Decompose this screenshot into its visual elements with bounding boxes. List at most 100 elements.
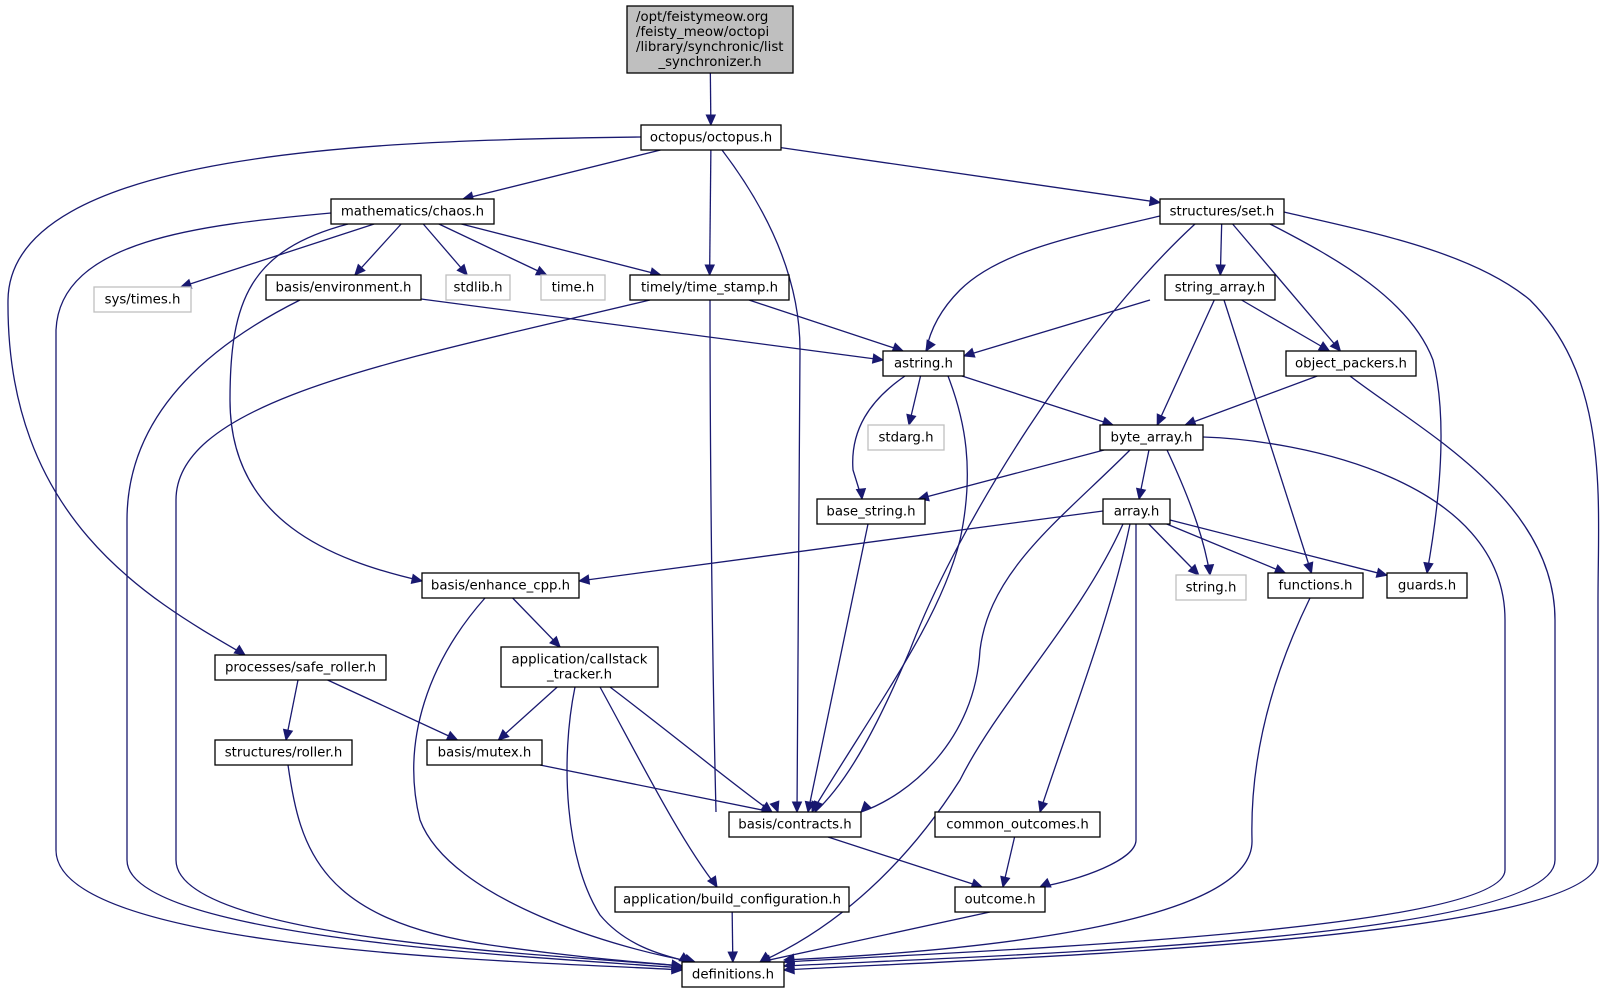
edge-line [461,223,661,276]
node-string-array[interactable]: string_array.h [1164,274,1276,301]
node-box [626,5,794,74]
edge-line [783,211,1600,971]
node-box [954,886,1046,913]
node-label: functions.h [1279,579,1353,594]
node-safe-roller[interactable]: processes/safe_roller.h [214,654,387,681]
edge-line [759,523,1124,963]
node-callstack[interactable]: application/callstack_tracker.h [500,646,659,688]
arrowhead-icon [233,644,247,656]
node-roller[interactable]: structures/roller.h [214,739,353,766]
edge-line [422,223,468,276]
edge-chaos-to-enhance_cpp [229,223,424,584]
edge-chaos-to-timestamp [461,223,662,278]
arrowhead-icon [706,875,718,889]
node-label: outcome.h [964,893,1035,908]
node-box [421,572,580,599]
node-build-config[interactable]: application/build_configuration.h [614,886,850,913]
node-box [445,274,511,301]
edge-line [327,679,458,741]
arrowhead-icon [769,800,780,814]
arrowhead-icon [1423,561,1434,575]
arrowhead-icon [855,488,867,501]
node-label: base_string.h [826,505,915,520]
node-root[interactable]: /opt/feistymeow.org/feisty_meow/octopi/l… [626,5,794,74]
edge-timestamp-to-astring [748,299,905,353]
edge-line [721,149,801,813]
node-octopus[interactable]: octopus/octopus.h [640,124,782,151]
edge-safe_roller-to-roller [282,679,299,742]
node-timestamp[interactable]: timely/time_stamp.h [629,274,790,301]
arrowhead-icon [445,730,459,741]
edge-string_array-to-functions [1223,299,1314,575]
arrowhead-icon [782,953,796,964]
node-definitions[interactable]: definitions.h [681,961,785,988]
edge-line [1184,375,1318,426]
node-box [1386,572,1468,599]
edge-line [7,136,642,656]
node-box [1285,350,1417,377]
edge-line [126,299,683,969]
edge-line [420,298,884,361]
node-label: basis/contracts.h [738,818,851,833]
edge-line [599,686,718,888]
node-label: array.h [1114,505,1160,520]
edge-string_array-to-astring [962,299,1151,358]
edge-line [759,911,991,963]
node-chaos[interactable]: mathematics/chaos.h [330,198,495,225]
edge-line [963,299,1151,357]
node-label: mathematics/chaos.h [341,205,484,220]
arrowhead-icon [282,728,294,742]
node-label: definitions.h [692,968,774,983]
edge-line [539,764,773,813]
edge-line [462,149,661,200]
arrowhead-icon [804,800,816,814]
arrowhead-icon [871,353,885,364]
edge-line [708,149,712,276]
node-set[interactable]: structures/set.h [1159,198,1285,225]
edge-enhance_cpp-to-callstack [512,597,561,648]
arrowhead-icon [705,114,717,127]
edge-set-to-guards [1269,223,1442,575]
node-outcome[interactable]: outcome.h [954,886,1046,913]
edge-line [783,436,1506,963]
edge-roller-to-definitions [287,764,684,971]
node-base-string[interactable]: base_string.h [816,498,926,525]
node-mutex[interactable]: basis/mutex.h [426,739,543,766]
arrowhead-icon [534,265,548,276]
node-guards[interactable]: guards.h [1386,572,1468,599]
edge-timestamp-to-definitions [175,299,684,971]
edge-line [566,686,691,963]
node-byte-array[interactable]: byte_array.h [1099,424,1204,451]
edge-octopus-to-contracts [721,149,803,814]
edge-safe_roller-to-mutex [327,679,459,741]
node-label: octopus/octopus.h [650,131,772,146]
edge-line [1148,523,1200,576]
node-functions[interactable]: functions.h [1267,572,1364,599]
node-environment[interactable]: basis/environment.h [265,274,422,301]
node-common-outcomes[interactable]: common_outcomes.h [934,811,1101,838]
edge-line [55,212,683,971]
node-object-packers[interactable]: object_packers.h [1285,350,1417,377]
node-stdlib: stdlib.h [445,274,511,301]
node-astring[interactable]: astring.h [882,350,965,377]
node-label: guards.h [1398,579,1456,594]
node-box [214,739,353,766]
node-label: structures/set.h [1170,205,1275,220]
node-box [1164,274,1276,301]
node-label: stdarg.h [878,431,933,446]
node-label: string_array.h [1175,281,1265,296]
node-contracts[interactable]: basis/contracts.h [728,811,862,838]
node-label: sys/times.h [105,293,181,308]
edge-root-to-octopus [705,72,717,127]
node-label: object_packers.h [1295,357,1407,372]
edge-line [918,449,1105,500]
arrowhead-icon [860,800,873,813]
node-label: astring.h [894,357,953,372]
node-systimes: sys/times.h [93,286,192,313]
arrowhead-icon [456,263,469,276]
node-array[interactable]: array.h [1102,498,1171,525]
arrowhead-icon [1303,561,1314,575]
node-enhance-cpp[interactable]: basis/enhance_cpp.h [421,572,580,599]
arrowhead-icon [1148,195,1162,207]
